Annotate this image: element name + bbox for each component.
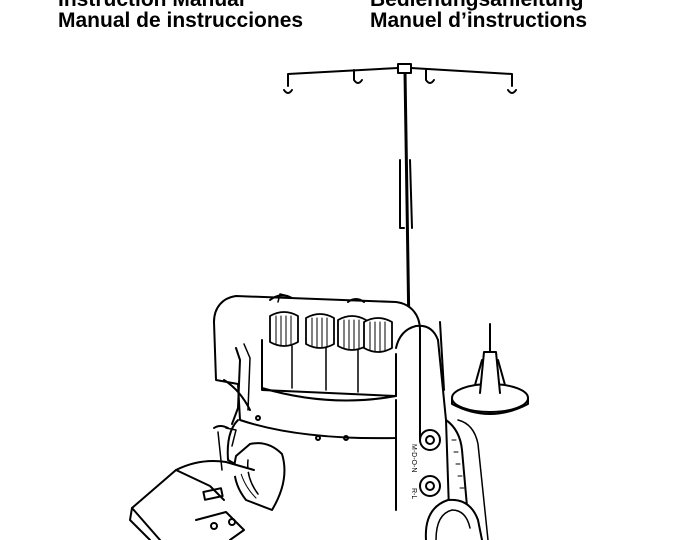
thread-cone-holder [439,321,529,415]
handwheel [424,498,483,540]
thread-stand [283,63,517,334]
title-french: Manuel d’instructions [370,9,588,32]
stitch-length-dial [419,429,441,497]
title-german: Bedienungsanleitung [370,0,584,12]
machine-body: M-D-O-N R-L [129,293,489,540]
tension-dials [269,311,393,353]
dial-marks-lower: R-L [410,488,417,499]
dial-marks-upper: M-D-O-N [410,444,417,472]
looper-cover [233,442,286,511]
sewing-bed [129,460,255,540]
title-english: Instruction Manual [58,0,245,12]
title-spanish: Manual de instrucciones [58,9,304,32]
